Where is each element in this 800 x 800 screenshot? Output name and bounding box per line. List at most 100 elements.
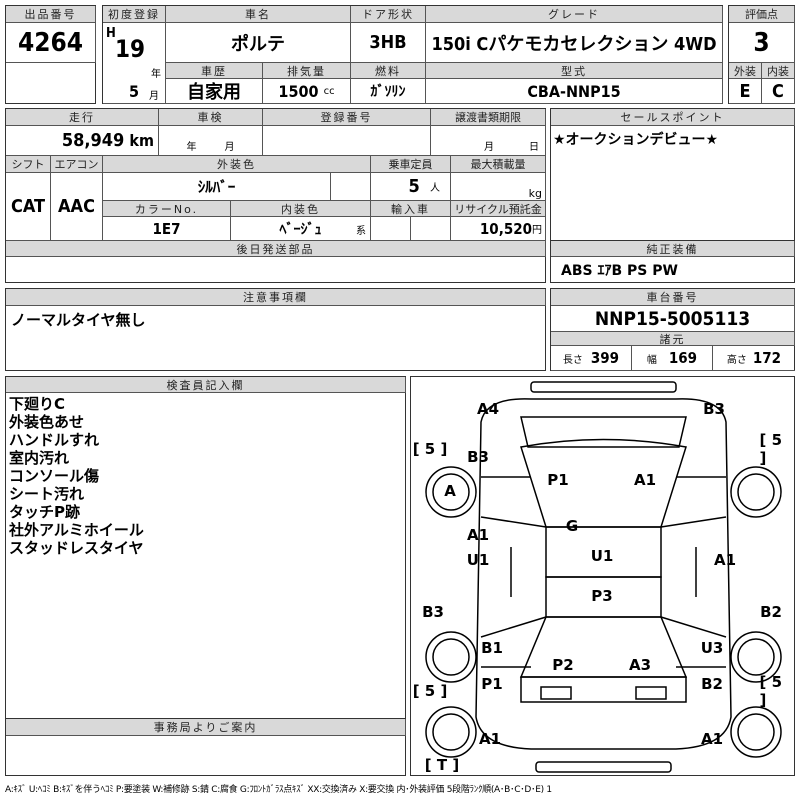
displacement-label: 排気量 — [263, 63, 351, 79]
ext-color: ｼﾙﾊﾞｰ — [103, 173, 331, 201]
inspection-label: 車検 — [159, 109, 263, 126]
damage-mark: A4 — [476, 400, 500, 418]
damage-mark: U1 — [466, 551, 490, 569]
transfer-cell: 月日 — [431, 126, 546, 156]
inspector-label: 検査員記入欄 — [6, 377, 406, 393]
month-unit: 月 — [149, 91, 159, 102]
ext-color-extra — [331, 173, 371, 201]
chassis-number: NNP15-5005113 — [551, 306, 795, 332]
damage-mark: A — [444, 482, 456, 500]
sales-point-label: セールスポイント — [551, 109, 795, 126]
inspector-box: 検査員記入欄 下廻りC 外装色あせ ハンドルすれ 室内汚れ コンソール傷 シート… — [5, 376, 406, 719]
damage-mark: U3 — [700, 639, 724, 657]
damage-mark: B2 — [701, 675, 723, 693]
reg-no-label: 登録番号 — [263, 109, 431, 126]
recycle-label: リサイクル預託金 — [451, 201, 546, 217]
damage-mark: B2 — [760, 603, 782, 621]
vehicle-box: 初度登録 車名 ドア形状 グレード H 19 年 5 月 ポルテ 3HB 150… — [102, 5, 723, 104]
interior-grade: C — [762, 79, 795, 104]
model-label: 型式 — [426, 63, 723, 79]
damage-mark: A1 — [713, 551, 737, 569]
sales-point: ★オークションデビュー★ — [553, 132, 719, 148]
damage-mark: P1 — [481, 675, 503, 693]
equipment: ABS ｴｱB PS PW — [561, 263, 678, 279]
inspector-notes: 下廻りC 外装色あせ ハンドルすれ 室内汚れ コンソール傷 シート汚れ タッチP… — [9, 395, 144, 557]
door-type: 3HB — [351, 23, 426, 63]
grade: 150i Cパケモカセレクション 4WD — [426, 23, 723, 63]
notes-label: 注意事項欄 — [6, 289, 546, 306]
ac-label: エアコン — [51, 156, 103, 173]
damage-mark: B3 — [422, 603, 444, 621]
month-unit: 月 — [484, 142, 494, 153]
history: 自家用 — [166, 79, 263, 104]
car-name-label: 車名 — [166, 6, 351, 23]
kg-unit: kg — [451, 173, 546, 201]
lot-label: 出品番号 — [6, 6, 96, 23]
grade-label: グレード — [426, 6, 723, 23]
interior-label: 内装 — [762, 63, 795, 79]
damage-mark: [ 5 ] — [412, 682, 448, 700]
ext-color-label: 外装色 — [103, 156, 371, 173]
damage-mark: A1 — [633, 471, 657, 489]
equipment-label: 純正装備 — [551, 241, 795, 257]
fuel-label: 燃料 — [351, 63, 426, 79]
history-label: 車歴 — [166, 63, 263, 79]
damage-mark: P3 — [591, 587, 613, 605]
capacity-cell: 5 人 — [371, 173, 451, 201]
recycle-fee: 10,520 — [479, 219, 532, 238]
era: H — [106, 26, 116, 41]
damage-mark: [ 5 ] — [759, 673, 783, 709]
max-load-label: 最大積載量 — [451, 156, 546, 173]
reg-no-cell — [263, 126, 431, 156]
reg-month: 5 — [129, 82, 140, 101]
reg-year: 19 — [115, 35, 146, 63]
damage-mark: P1 — [547, 471, 569, 489]
damage-diagram — [410, 376, 795, 776]
damage-mark: A3 — [628, 656, 652, 674]
km-unit: km — [129, 131, 154, 150]
score-label: 評価点 — [729, 6, 795, 23]
damage-mark: B1 — [481, 639, 503, 657]
damage-mark: B3 — [467, 448, 489, 466]
shift: CAT — [6, 173, 51, 241]
damage-mark: [ T ] — [424, 756, 460, 774]
capacity: 5 — [408, 176, 420, 197]
exterior-grade: E — [729, 79, 762, 104]
door-label: ドア形状 — [351, 6, 426, 23]
notes-box: 注意事項欄 ノーマルタイヤ無し — [5, 288, 546, 371]
int-color-label: 内装色 — [231, 201, 371, 217]
lot-box: 出品番号 4264 — [5, 5, 96, 104]
import-cell-1 — [371, 217, 411, 241]
int-color-suffix: 系 — [356, 226, 366, 237]
month-unit: 月 — [224, 142, 235, 153]
height: 172 — [752, 349, 782, 367]
spec-label: 諸元 — [551, 332, 795, 346]
damage-mark: [ 5 ] — [412, 440, 448, 458]
first-reg-cell: H 19 年 5 月 — [103, 23, 166, 104]
damage-mark: B3 — [703, 400, 725, 418]
day-unit: 日 — [529, 142, 539, 153]
width: 169 — [668, 349, 698, 367]
chassis-label: 車台番号 — [551, 289, 795, 306]
fuel: ｶﾞｿﾘﾝ — [351, 79, 426, 104]
damage-mark: A1 — [466, 526, 490, 544]
car-name: ポルテ — [166, 23, 351, 63]
import-cell-2 — [411, 217, 451, 241]
capacity-label: 乗車定員 — [371, 156, 451, 173]
length: 399 — [590, 349, 620, 367]
details-box: 走行 車検 登録番号 譲渡書類期限 58,949 km 年月 月日 シフト エア… — [5, 108, 546, 283]
office-box: 事務局よりご案内 — [5, 718, 406, 776]
cc-unit: cc — [323, 85, 335, 97]
displacement-cell: 1500 cc — [263, 79, 351, 104]
color-no: 1E7 — [103, 217, 231, 241]
damage-mark: [ 5 ] — [759, 431, 783, 467]
car-outline — [425, 381, 782, 773]
lot-number: 4264 — [6, 23, 96, 63]
int-color-cell: ﾍﾞｰｼﾞｭ系 — [231, 217, 371, 241]
color-no-label: カラーNo. — [103, 201, 231, 217]
displacement: 1500 — [278, 81, 319, 101]
